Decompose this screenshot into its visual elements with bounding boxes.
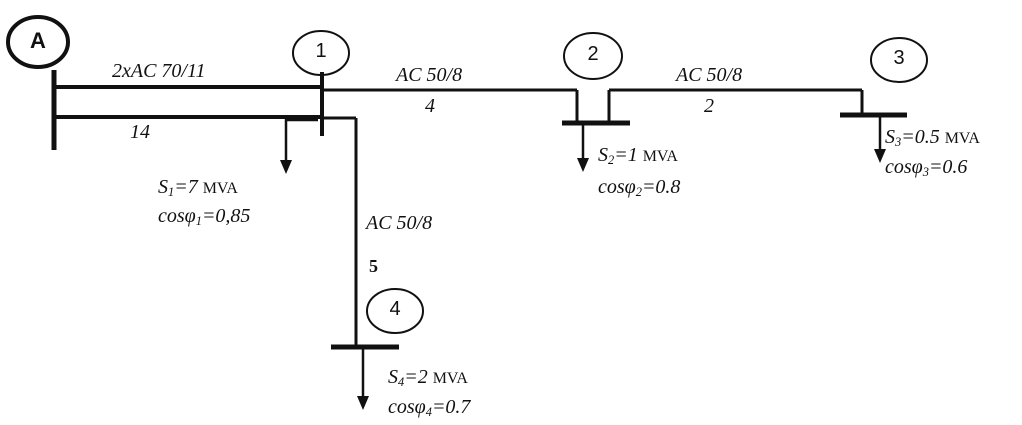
load-4-unit: MVA — [432, 370, 468, 387]
load-3-s-index: 3 — [895, 135, 902, 150]
load-4-cos-symbol: cosφ — [388, 396, 426, 418]
load-4-cos-value: =0.7 — [431, 396, 471, 418]
load-2-s-value: =1 — [614, 144, 638, 166]
load-1-s-symbol: S — [158, 176, 168, 198]
node-3-circle — [870, 37, 928, 83]
load-1-cos-value: =0,85 — [201, 205, 251, 227]
load-4-s-index: 4 — [398, 375, 405, 390]
source-node-a-circle — [6, 15, 70, 69]
load-2-cos-symbol: cosφ — [598, 176, 636, 198]
load-4-power: S4=2 MVA — [388, 366, 468, 390]
load-1-cos-symbol: cosφ — [158, 205, 196, 227]
node-2-circle — [563, 32, 623, 80]
load-3-s-value: =0.5 — [901, 126, 940, 148]
load-3-s-symbol: S — [885, 126, 895, 148]
load-1-s-value: =7 — [174, 176, 198, 198]
node-2-label: 2 — [587, 43, 599, 65]
load-3-cos-symbol: cosφ — [885, 156, 923, 178]
load-2-s-symbol: S — [598, 144, 608, 166]
load-1-power-factor: cosφ1=0,85 — [158, 205, 250, 229]
load-3-power: S3=0.5 MVA — [885, 126, 980, 150]
load-2-s-index: 2 — [608, 153, 615, 168]
load-1-unit: MVA — [202, 180, 238, 197]
line-1-4-conductor: AC 50/8 — [366, 212, 433, 234]
load-2-arrowhead — [577, 158, 589, 172]
line-a-1-conductor: 2xAC 70/11 — [112, 60, 206, 82]
load-1-arrowhead — [280, 160, 292, 174]
load-2-cos-index: 2 — [635, 185, 642, 200]
line-1-2-length: 4 — [425, 95, 435, 117]
load-4-power-factor: cosφ4=0.7 — [388, 396, 470, 420]
load-2-power: S2=1 MVA — [598, 144, 678, 168]
line-2-3-length: 2 — [704, 95, 714, 117]
load-2-unit: MVA — [642, 148, 678, 165]
load-3-power-factor: cosφ3=0.6 — [885, 156, 967, 180]
load-1-power: S1=7 MVA — [158, 176, 238, 200]
node-1-label: 1 — [315, 40, 327, 62]
node-1-circle — [292, 30, 350, 76]
node-4-circle — [366, 288, 424, 334]
load-2-cos-value: =0.8 — [641, 176, 681, 198]
load-3-cos-value: =0.6 — [928, 156, 968, 178]
node-4-label: 4 — [389, 298, 401, 320]
line-1-2-conductor: AC 50/8 — [396, 64, 463, 86]
node-3-label: 3 — [893, 47, 905, 69]
load-2-power-factor: cosφ2=0.8 — [598, 176, 680, 200]
load-3-arrowhead — [874, 149, 886, 163]
load-4-s-symbol: S — [388, 366, 398, 388]
load-3-unit: MVA — [944, 130, 980, 147]
source-node-a-label: A — [30, 28, 46, 53]
load-1-cos-index: 1 — [195, 214, 202, 229]
load-1-arrow-line — [284, 118, 318, 168]
load-3-cos-index: 3 — [922, 165, 929, 180]
load-1-s-index: 1 — [168, 185, 175, 200]
load-4-s-value: =2 — [404, 366, 428, 388]
load-4-cos-index: 4 — [425, 405, 432, 420]
load-4-arrowhead — [357, 396, 369, 410]
line-2-3-conductor: AC 50/8 — [676, 64, 743, 86]
line-1-4-length: 5 — [369, 256, 378, 276]
line-a-1-length: 14 — [130, 121, 150, 143]
